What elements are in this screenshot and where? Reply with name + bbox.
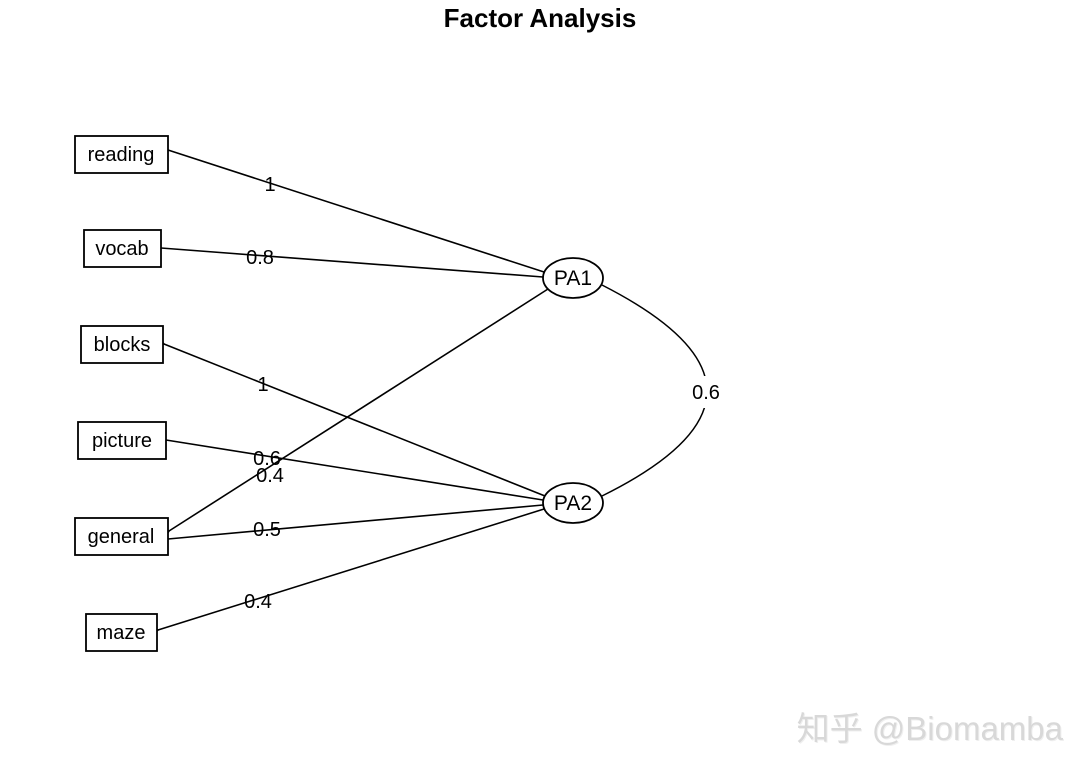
loading-arrow-pa2-blocks xyxy=(164,344,546,497)
node-box-general xyxy=(74,517,169,556)
plot-title: Factor Analysis xyxy=(444,3,637,33)
node-maze: maze xyxy=(85,613,158,652)
node-box-maze xyxy=(85,613,158,652)
loading-arrow-pa2-picture xyxy=(166,440,544,501)
loading-arrow-pa1-reading xyxy=(168,150,545,273)
node-blocks: blocks xyxy=(80,325,164,364)
loading-label-pa1-vocab: 0.8 xyxy=(246,247,274,269)
loading-label-pa2-blocks: 1 xyxy=(257,374,268,396)
node-box-vocab xyxy=(83,229,162,268)
node-box-reading xyxy=(74,135,169,174)
correlation-label-pa1-pa2: 0.6 xyxy=(692,382,720,404)
loading-label-pa1-general: 0.4 xyxy=(256,465,284,487)
node-label-blocks: blocks xyxy=(94,334,151,356)
watermark: 知乎 @Biomamba xyxy=(797,710,1064,747)
loading-label-pa2-picture: 0.6 xyxy=(253,448,281,470)
node-label-vocab: vocab xyxy=(95,238,148,260)
latent-pa2: PA2 xyxy=(542,482,604,524)
latent-label-pa2: PA2 xyxy=(554,492,592,515)
latent-pa1: PA1 xyxy=(542,257,604,299)
node-picture: picture xyxy=(77,421,167,460)
loading-label-pa2-general: 0.5 xyxy=(253,519,281,541)
loading-arrow-pa2-maze xyxy=(158,508,545,630)
node-label-general: general xyxy=(88,526,155,548)
latent-ellipse-pa2 xyxy=(542,482,604,524)
node-general: general xyxy=(74,517,169,556)
loading-label-pa1-reading: 1 xyxy=(264,174,275,196)
node-reading: reading xyxy=(74,135,169,174)
node-vocab: vocab xyxy=(83,229,162,268)
node-label-picture: picture xyxy=(92,430,152,452)
loading-arrow-pa2-general xyxy=(168,504,544,539)
node-label-reading: reading xyxy=(88,144,155,166)
node-box-picture xyxy=(77,421,167,460)
loading-arrow-pa1-general xyxy=(169,288,549,531)
node-label-maze: maze xyxy=(97,622,146,644)
latent-ellipse-pa1 xyxy=(542,257,604,299)
node-box-blocks xyxy=(80,325,164,364)
latent-label-pa1: PA1 xyxy=(554,267,592,290)
loading-arrow-pa1-vocab xyxy=(161,248,544,278)
correlation-label-background xyxy=(683,376,731,408)
loading-label-pa2-maze: 0.4 xyxy=(244,591,272,613)
